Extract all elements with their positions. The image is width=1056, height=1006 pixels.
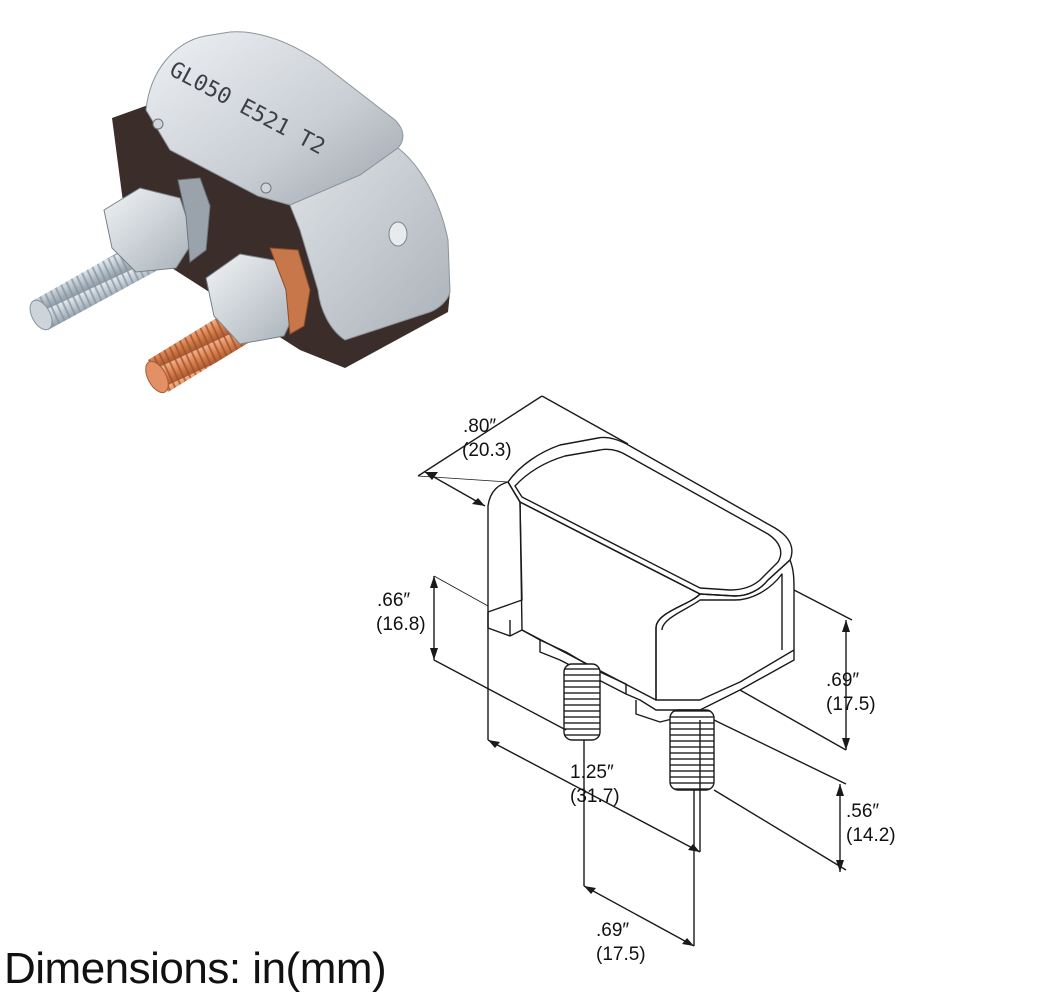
zinc-nut [103, 187, 195, 273]
zinc-washer [177, 177, 211, 263]
dim-stud-spacing-in: .69″ [596, 920, 629, 941]
dim-length-mm: (31.7) [570, 786, 620, 807]
dimension-drawing [417, 395, 853, 947]
copper-stud-tip [145, 360, 169, 394]
dim-stud-length-mm: (14.2) [846, 825, 896, 846]
zinc-stud-tip [29, 299, 53, 331]
cover-end-inner [661, 573, 783, 650]
breaker-cover-front [289, 147, 451, 341]
dimension-labels: .80″ (20.3) .66″ (16.8) .69″ (17.5) 1.25… [376, 416, 896, 965]
rivet [388, 221, 408, 247]
dim-side-height-in: .69″ [826, 670, 859, 691]
arrowheads [425, 472, 850, 946]
copper-washer [269, 247, 311, 335]
cover-front-face [519, 501, 701, 701]
dim-width-in: .80″ [463, 416, 496, 437]
dim-base-height-in: .66″ [377, 590, 410, 611]
dim-stud-length-in: .56″ [846, 801, 879, 822]
cover-top-inner [514, 448, 782, 591]
base-tabs [509, 620, 701, 723]
dim-stud-spacing-mm: (17.5) [596, 944, 646, 965]
dim-base-height-mm: (16.8) [376, 614, 426, 635]
tab-rivet [260, 182, 272, 194]
dim-side-height-mm: (17.5) [826, 694, 876, 715]
dim-length-in: 1.25″ [570, 762, 614, 783]
cover-left-face [487, 481, 523, 613]
tab-rivet [152, 118, 164, 130]
stud-left [563, 663, 601, 741]
dim-width-mm: (20.3) [462, 440, 512, 461]
cover-end-face [655, 559, 795, 701]
stud-right [669, 709, 715, 791]
dimensions-unit-caption: Dimensions: in(mm) [4, 944, 387, 993]
product-photo: GL050 E521 T2 [29, 31, 451, 394]
